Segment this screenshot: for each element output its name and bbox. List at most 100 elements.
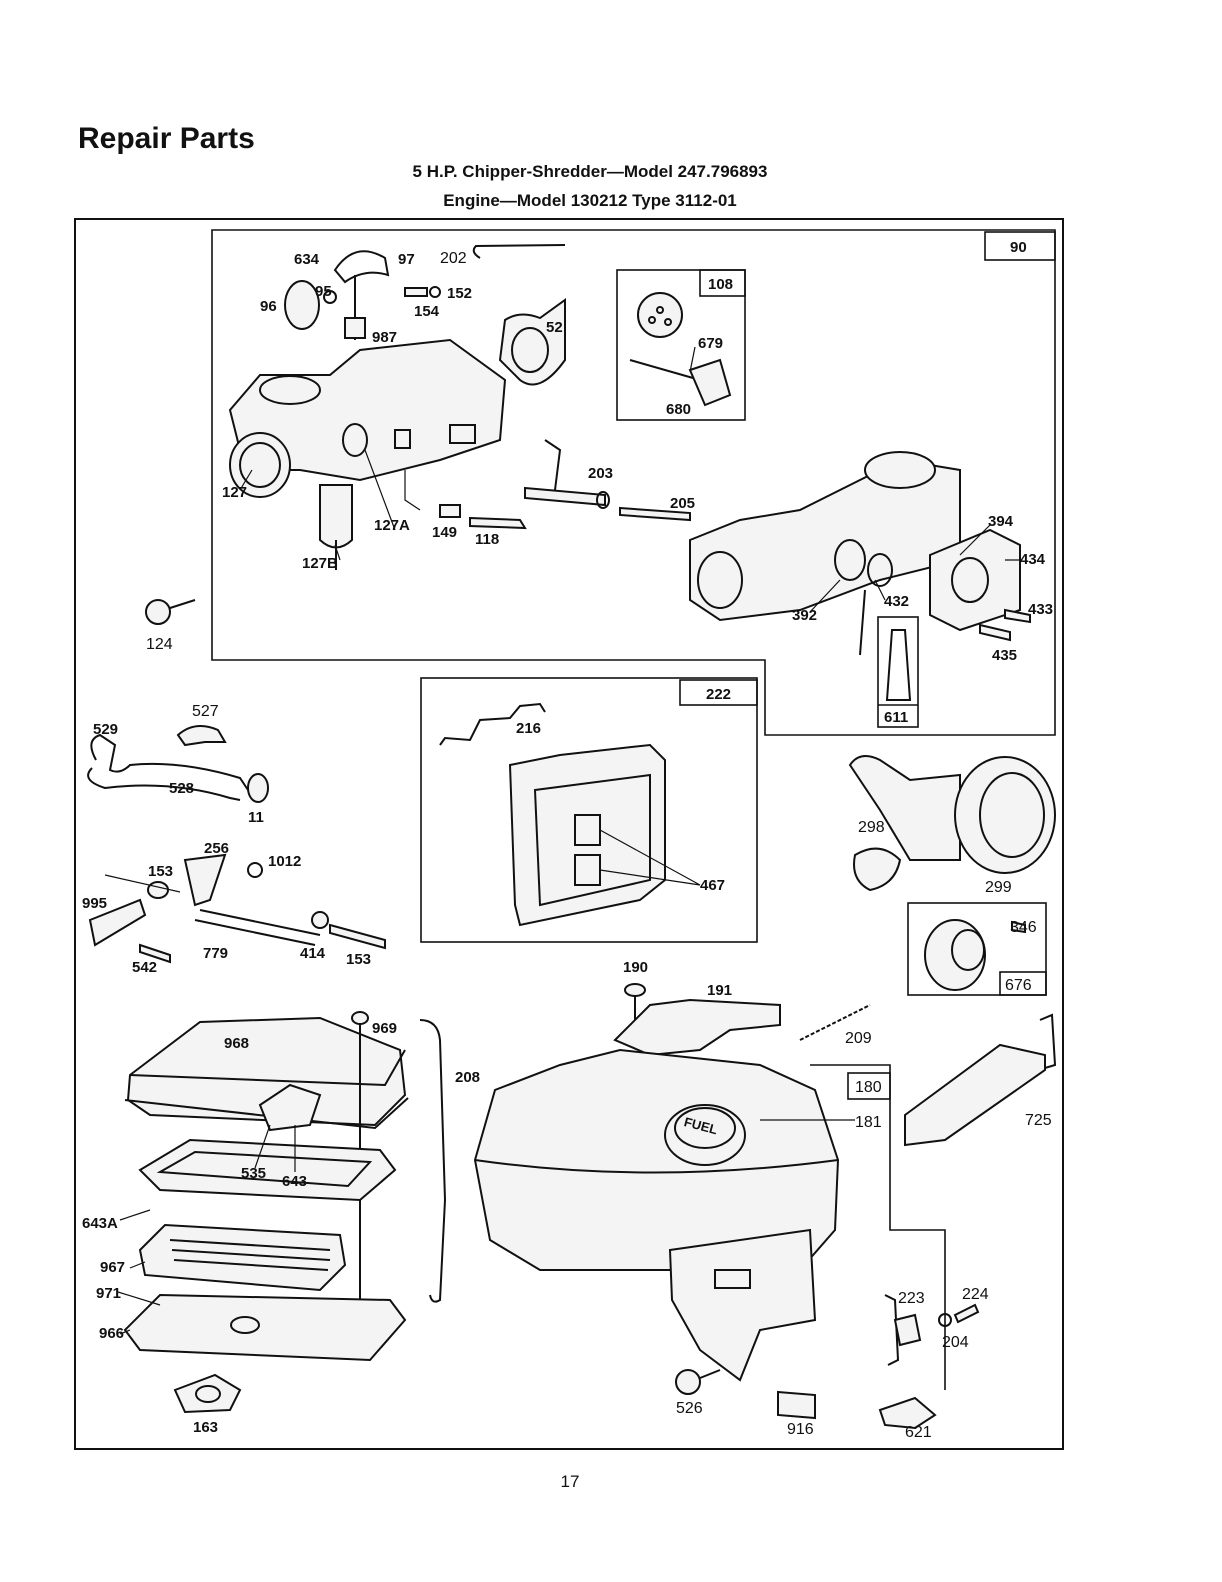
kit-180-box — [847, 1072, 891, 1100]
kit-90-box — [984, 231, 1056, 261]
shield-725 — [904, 1013, 1057, 1147]
choke-assembly — [284, 250, 441, 340]
breather-tube-528 — [87, 733, 269, 803]
label-298: 298 — [858, 819, 885, 836]
screw-190 — [624, 983, 646, 1030]
label-433: 433 — [1028, 601, 1053, 618]
label-394: 394 — [988, 513, 1014, 530]
label-118: 118 — [475, 531, 499, 548]
label-432: 432 — [884, 593, 909, 610]
bolt-526 — [675, 1369, 721, 1395]
label-392: 392 — [792, 607, 817, 624]
label-52: 52 — [546, 319, 563, 336]
kit-222-label: 222 — [706, 686, 731, 703]
label-535: 535 — [241, 1165, 266, 1182]
label-154: 154 — [414, 303, 440, 320]
label-97: 97 — [398, 251, 415, 268]
label-163: 163 — [193, 1419, 218, 1436]
control-lever-223 — [884, 1294, 980, 1366]
label-11: 11 — [248, 809, 264, 826]
kit-676-box — [907, 902, 1047, 996]
bracket-191 — [613, 998, 781, 1057]
label-203: 203 — [588, 465, 613, 482]
carburetor-body — [228, 338, 507, 570]
kit-108-tag — [699, 269, 746, 297]
label-153-upper: 153 — [148, 863, 173, 880]
filter-leader-lines — [117, 1124, 296, 1335]
screw-435 — [979, 623, 1011, 642]
screw-205 — [619, 506, 691, 522]
label-779: 779 — [203, 945, 228, 962]
throttle-shaft-203 — [524, 439, 610, 509]
gasket-52 — [498, 298, 566, 386]
label-204: 204 — [942, 1334, 969, 1351]
label-968: 968 — [224, 1035, 249, 1052]
carburetor-leader-lines — [239, 346, 1020, 613]
kit-90-label: 90 — [1010, 239, 1027, 256]
latch-535 — [258, 1083, 322, 1132]
label-216: 216 — [516, 720, 541, 737]
label-127: 127 — [222, 484, 247, 501]
bolt-124 — [145, 599, 196, 625]
label-346: 346 — [1010, 919, 1037, 936]
tank-bracket — [668, 1228, 817, 1382]
label-967: 967 — [100, 1259, 125, 1276]
label-152: 152 — [447, 285, 472, 302]
kit-222-box — [420, 677, 758, 943]
base-966 — [123, 1293, 407, 1362]
kit-180-leader — [810, 1064, 946, 1390]
label-969: 969 — [372, 1020, 397, 1037]
label-434: 434 — [1020, 551, 1046, 568]
label-542: 542 — [132, 959, 157, 976]
label-725: 725 — [1025, 1112, 1052, 1129]
kit-222-tag — [679, 679, 758, 706]
kit-611-box — [877, 616, 919, 728]
needle-149-118 — [439, 504, 527, 530]
label-127a: 127A — [374, 517, 410, 534]
diagram-frame — [74, 218, 1064, 1450]
screw-433 — [1004, 608, 1031, 624]
pump-cover-394 — [929, 528, 1021, 632]
label-205: 205 — [670, 495, 695, 512]
label-414: 414 — [300, 945, 326, 962]
label-208: 208 — [455, 1069, 480, 1086]
label-127b: 127B — [302, 555, 338, 572]
label-124: 124 — [146, 636, 173, 653]
label-467: 467 — [700, 877, 725, 894]
label-149: 149 — [432, 524, 457, 541]
label-679: 679 — [698, 335, 723, 352]
air-filter-cover-968 — [124, 1016, 409, 1130]
label-224: 224 — [962, 1286, 989, 1303]
label-190: 190 — [623, 959, 648, 976]
page-title: Repair Parts — [78, 122, 255, 155]
carburetor-body-right — [689, 451, 961, 656]
label-96: 96 — [260, 298, 277, 315]
diagram-subtitle-model: 5 H.P. Chipper-Shredder—Model 247.796893 — [412, 162, 768, 181]
label-153-lower: 153 — [346, 951, 371, 968]
label-643a: 643A — [82, 1215, 118, 1232]
link-216 — [439, 702, 546, 746]
label-643: 643 — [282, 1173, 307, 1190]
kit-108-parts — [629, 292, 732, 407]
page-number: 17 — [560, 1472, 580, 1491]
clip-621 — [878, 1396, 937, 1430]
kit-676-tag — [999, 971, 1047, 996]
kit-676-label: 676 — [1005, 977, 1032, 994]
label-971: 971 — [96, 1285, 121, 1302]
label-987: 987 — [372, 329, 397, 346]
label-621: 621 — [905, 1424, 932, 1441]
label-526: 526 — [676, 1400, 703, 1417]
diagram-subtitle-engine: Engine—Model 130212 Type 3112-01 — [443, 191, 737, 210]
carburetor-group-box — [211, 229, 1056, 736]
link-202 — [472, 244, 566, 259]
filter-element-967 — [138, 1223, 347, 1292]
kit-108-label: 108 — [708, 276, 733, 293]
label-529: 529 — [93, 721, 118, 738]
label-528: 528 — [169, 780, 194, 797]
label-966: 966 — [99, 1325, 124, 1342]
kit-611-label: 611 — [884, 709, 908, 726]
label-191: 191 — [707, 982, 732, 999]
label-634: 634 — [294, 251, 320, 268]
kit-611-part — [885, 629, 912, 701]
fuel-tank-180 — [473, 1048, 840, 1271]
